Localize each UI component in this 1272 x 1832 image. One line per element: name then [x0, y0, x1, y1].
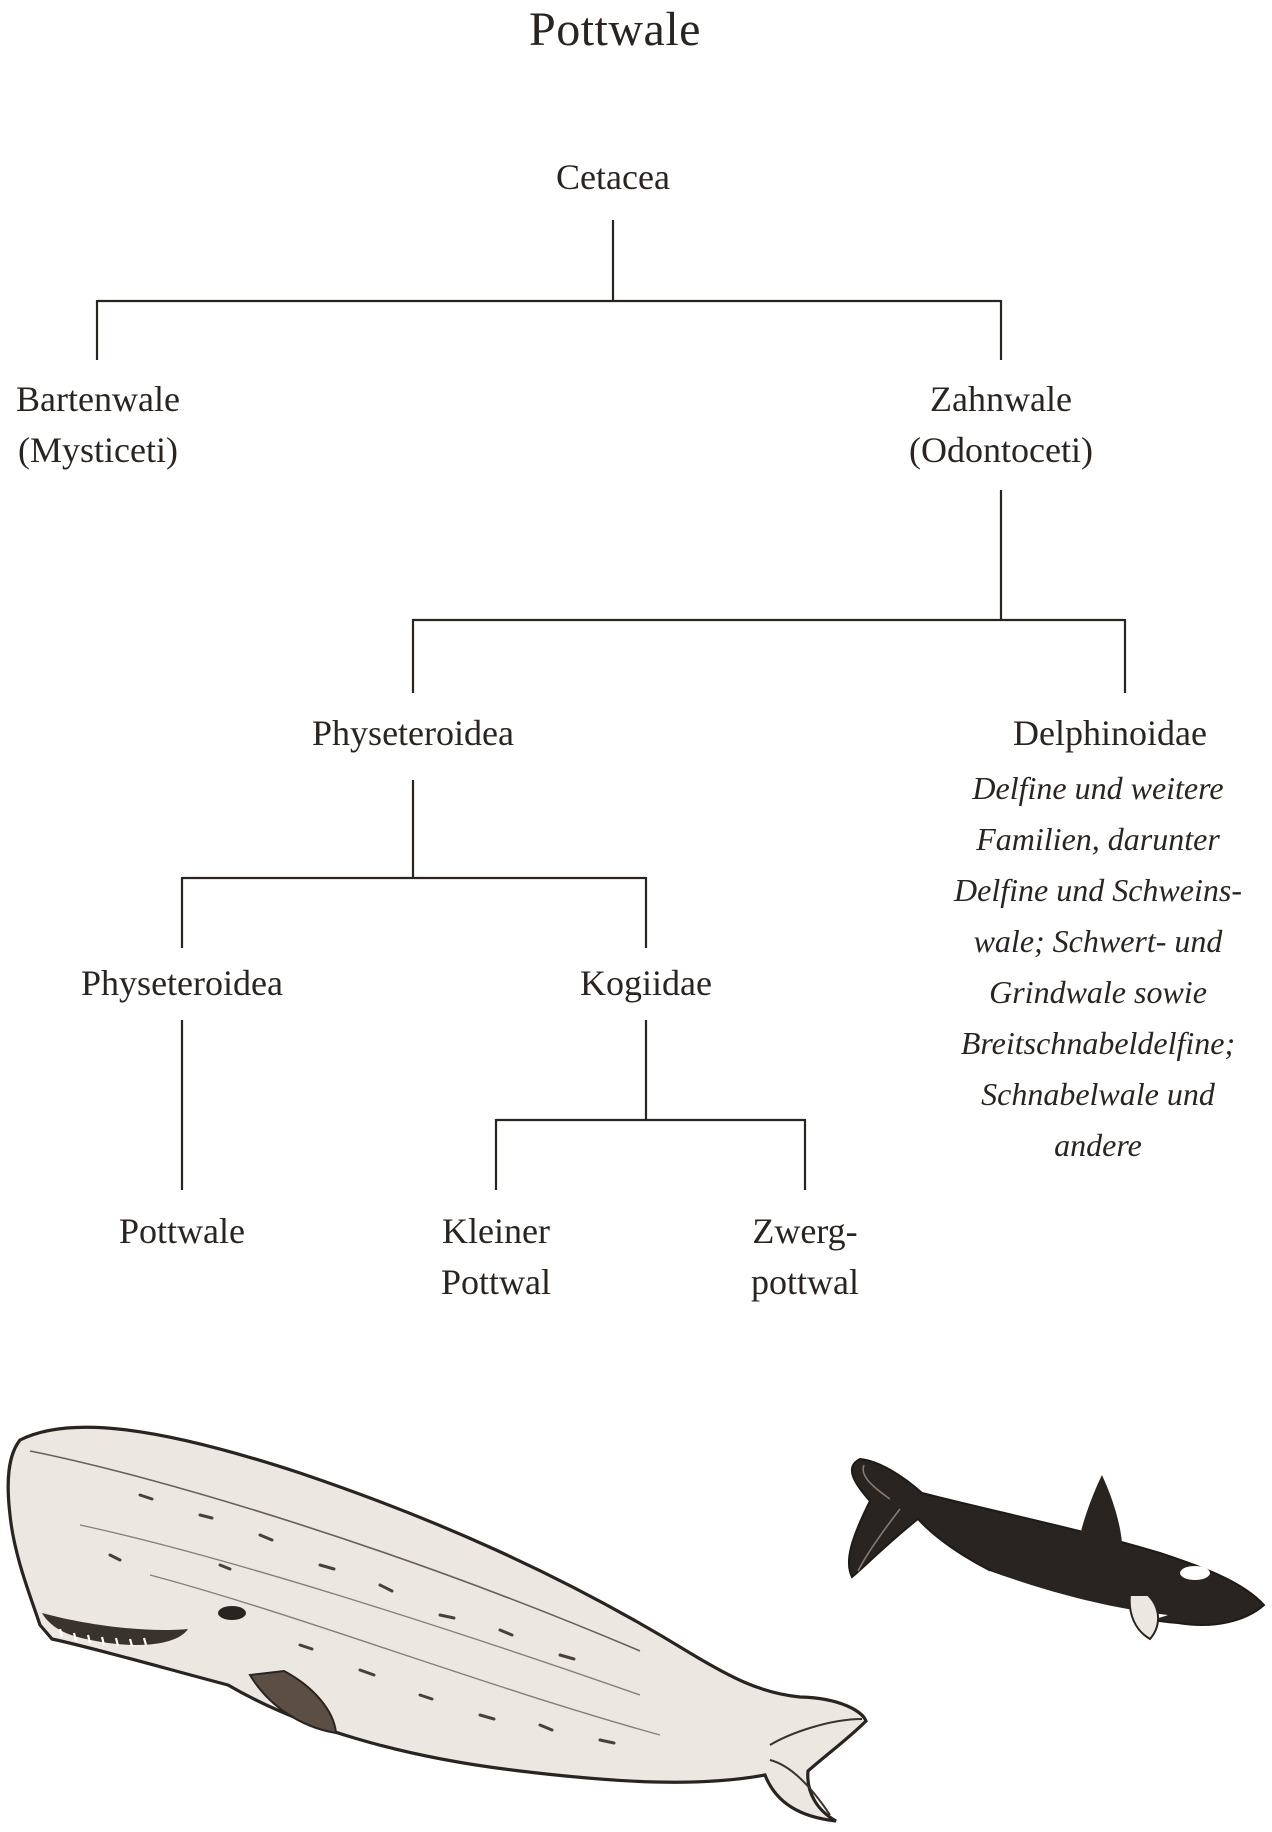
node-zwergpottwal-line1: Zwerg- [752, 1211, 858, 1251]
description-line: Schnabelwale und [981, 1076, 1215, 1112]
description-line: Breitschnabeldelfine; [960, 1025, 1236, 1061]
description-line: Delfine und weitere [972, 770, 1224, 806]
diagram-title: Pottwale [529, 3, 701, 56]
node-kogiidae: Kogiidae [580, 963, 712, 1003]
node-kleiner-pottwal-line2: Pottwal [440, 1262, 551, 1302]
node-zwergpottwal-line2: pottwal [751, 1262, 859, 1302]
node-pottwale: Pottwale [119, 1211, 245, 1251]
description-line: Delfine und Schweins- [954, 872, 1242, 908]
node-zahnwale-name: Zahnwale [930, 379, 1072, 419]
node-physeteroidea-family: Physeteroidea [81, 963, 283, 1003]
node-physeteroidea-superfamily: Physeteroidea [312, 713, 514, 753]
description-line: Grindwale sowie [989, 974, 1207, 1010]
node-zwergpottwal: Zwerg- pottwal [685, 1206, 925, 1308]
node-cetacea: Cetacea [556, 157, 670, 197]
delphinoidae-description: Delfine und weitere Familien, darunter D… [928, 763, 1268, 1171]
node-zahnwale-latin: (Odontoceti) [909, 430, 1093, 470]
sperm-whale-illustration [6, 1425, 868, 1823]
description-line: andere [1054, 1127, 1142, 1163]
node-kleiner-pottwal: Kleiner Pottwal [376, 1206, 616, 1308]
node-kleiner-pottwal-line1: Kleiner [442, 1211, 550, 1251]
node-bartenwale: Bartenwale (Mysticeti) [0, 374, 196, 476]
node-delphinoidae: Delphinoidae [1013, 713, 1207, 753]
description-line: wale; Schwert- und [973, 923, 1223, 959]
node-zahnwale: Zahnwale (Odontoceti) [851, 374, 1151, 476]
orca-illustration [847, 1457, 1266, 1641]
description-line: Familien, darunter [976, 821, 1220, 857]
node-bartenwale-name: Bartenwale [16, 379, 180, 419]
node-bartenwale-latin: (Mysticeti) [18, 430, 178, 470]
